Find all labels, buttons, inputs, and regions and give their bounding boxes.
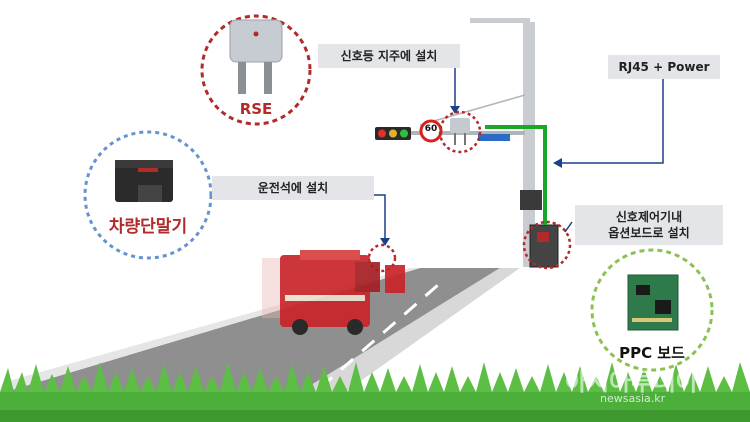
controller-label-line2: 옵션보드로 설치 — [608, 226, 690, 240]
road — [5, 268, 500, 392]
rj45-cable — [485, 125, 547, 225]
controller-install-label: 신호제어기내 옵션보드로 설치 — [575, 205, 723, 245]
vehicle-terminal-title: 차량단말기 — [108, 217, 188, 237]
speed-limit-value: 60 — [424, 124, 438, 134]
driver-seat-label: 운전석에 설치 — [212, 176, 374, 200]
watermark-url: newsasia.kr — [600, 392, 666, 405]
vehicle-connector-line — [212, 194, 386, 240]
road-right-shoulder — [300, 268, 520, 392]
rse-install-label: 신호등 지주에 설치 — [318, 44, 460, 68]
fire-truck — [262, 250, 405, 335]
ppc-board-title: PPC 보드 — [619, 344, 685, 362]
pole-base-box — [520, 190, 542, 210]
signal-controller — [529, 224, 559, 268]
rse-highlight — [438, 110, 482, 154]
street-name-sign — [478, 134, 510, 141]
power-connector-line — [560, 75, 664, 164]
watermark-brand: 아시아투데이 — [565, 368, 698, 396]
rj45-power-label: RJ45 + Power — [608, 55, 720, 79]
controller-highlight — [522, 220, 572, 270]
rse-device-icon — [229, 19, 283, 63]
rse-device-circle — [200, 14, 312, 126]
speed-limit-sign — [419, 119, 443, 143]
controller-label-line1: 신호제어기내 — [615, 210, 683, 224]
rse-on-pole — [450, 118, 470, 133]
controller-connector-line — [564, 221, 573, 233]
rse-title: RSE — [239, 100, 273, 118]
grass-blades — [0, 362, 750, 392]
vehicle-highlight — [367, 243, 397, 273]
